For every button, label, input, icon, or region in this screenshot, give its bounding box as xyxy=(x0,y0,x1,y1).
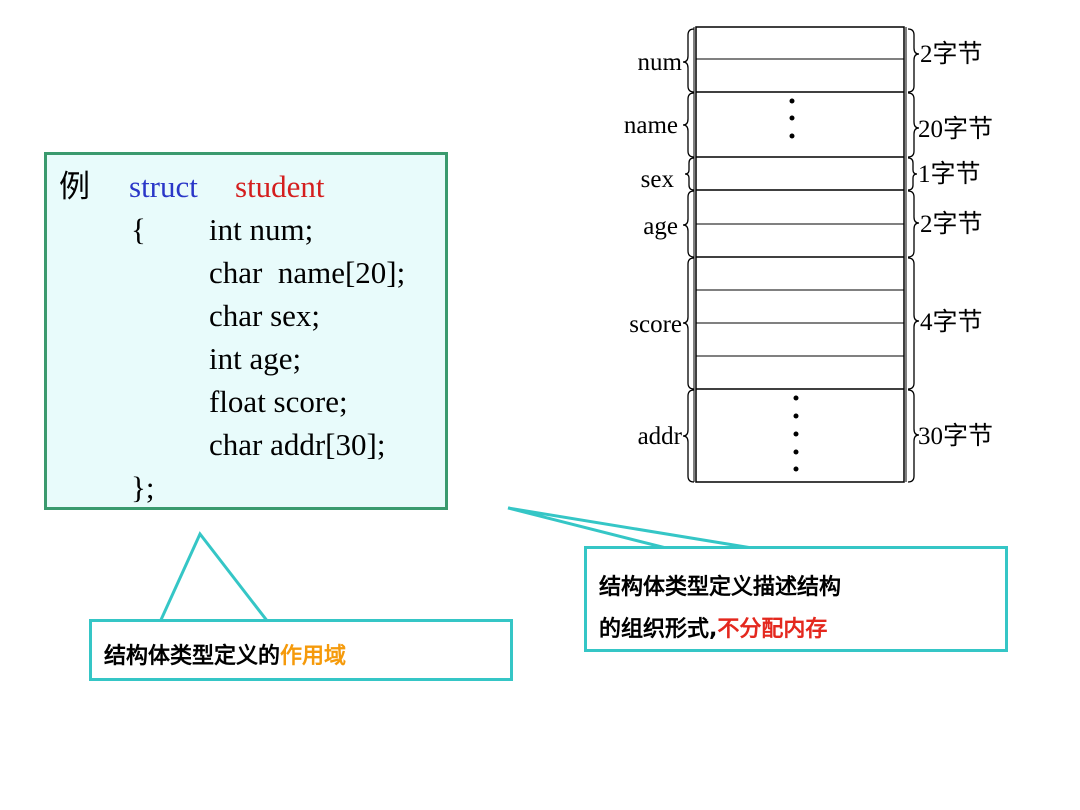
field-size-label: 4字节 xyxy=(920,308,983,336)
field-size-label: 30字节 xyxy=(918,422,993,450)
right-braces xyxy=(907,28,920,483)
desc-callout-pointer xyxy=(507,506,759,551)
member-line: int num; xyxy=(209,212,314,247)
member-line: float score; xyxy=(209,384,348,419)
field-name: name xyxy=(624,112,678,139)
struct-keyword: struct xyxy=(129,169,198,204)
desc-line-1: 结构体类型定义描述结构 xyxy=(599,575,842,600)
scope-callout-pointer xyxy=(157,531,272,624)
desc-prefix: 的组织形式, xyxy=(599,617,718,642)
field-name: score xyxy=(629,311,682,338)
left-braces xyxy=(682,28,695,483)
member-line: int age; xyxy=(209,341,302,376)
member-line: char name[20]; xyxy=(209,255,406,290)
byte-rows xyxy=(696,58,904,390)
field-size-label: 2字节 xyxy=(920,40,983,68)
field-size-label: 2字节 xyxy=(920,210,983,238)
field-name: sex xyxy=(641,166,675,193)
description-callout: 结构体类型定义描述结构 的组织形式,不分配内存 xyxy=(584,546,1008,652)
struct-name: student xyxy=(235,169,325,204)
field-name: num xyxy=(638,49,683,76)
example-label: 例 xyxy=(59,169,90,204)
scope-prefix: 结构体类型定义的 xyxy=(104,644,281,669)
member-line: char addr[30]; xyxy=(209,427,386,462)
field-size-label: 1字节 xyxy=(918,160,981,188)
open-brace: { xyxy=(131,212,146,247)
scope-callout-text: 结构体类型定义的作用域 xyxy=(104,638,346,670)
field-name: age xyxy=(643,213,678,240)
ellipsis-dots xyxy=(789,98,799,472)
struct-code-box: 例 struct student { int num; char name[20… xyxy=(44,152,448,510)
member-line: char sex; xyxy=(209,298,321,333)
scope-callout: 结构体类型定义的作用域 xyxy=(89,619,513,681)
field-size-label: 20字节 xyxy=(918,115,993,143)
scope-highlight: 作用域 xyxy=(280,644,347,669)
desc-highlight: 不分配内存 xyxy=(717,617,828,642)
field-name: addr xyxy=(638,423,683,450)
memory-block xyxy=(695,26,905,483)
close-brace: }; xyxy=(131,470,155,505)
desc-line-2: 的组织形式,不分配内存 xyxy=(599,611,827,643)
